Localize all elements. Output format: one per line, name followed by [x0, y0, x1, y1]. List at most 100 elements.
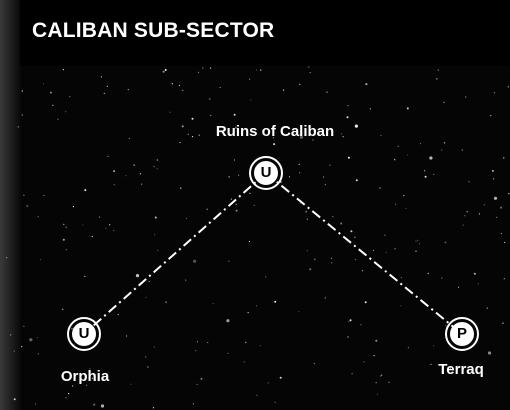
star	[248, 240, 250, 243]
marker-type-badge: U	[72, 322, 96, 346]
star	[347, 156, 350, 159]
star	[200, 377, 203, 380]
star	[36, 337, 38, 339]
star	[91, 377, 94, 379]
star	[430, 363, 432, 365]
marker-type-badge: P	[450, 322, 474, 346]
star	[178, 84, 181, 86]
star	[191, 136, 194, 138]
star	[423, 170, 426, 172]
star	[502, 322, 504, 324]
star	[347, 105, 349, 107]
star	[250, 99, 252, 101]
star	[198, 134, 200, 136]
star	[298, 310, 300, 313]
star	[89, 368, 91, 370]
star	[228, 176, 230, 178]
star	[312, 139, 314, 141]
star	[381, 374, 383, 376]
location-marker-ruins-of-caliban[interactable]: U	[249, 156, 283, 190]
location-label-orphia: Orphia	[60, 368, 110, 385]
star	[384, 234, 386, 236]
star	[419, 143, 421, 145]
star	[29, 338, 33, 342]
star	[361, 270, 364, 272]
star	[329, 164, 331, 166]
star	[21, 114, 23, 116]
star	[496, 216, 498, 218]
marker-type-badge: U	[254, 161, 278, 185]
star	[486, 307, 488, 309]
star	[360, 324, 362, 326]
star	[113, 184, 115, 186]
star	[212, 303, 214, 305]
star	[153, 166, 155, 168]
star	[363, 361, 365, 363]
star	[508, 193, 510, 195]
star	[256, 305, 258, 307]
star	[299, 83, 301, 85]
star	[332, 216, 334, 218]
star	[84, 189, 87, 192]
star	[493, 178, 495, 180]
star	[103, 92, 105, 94]
star	[299, 172, 301, 174]
star	[13, 398, 16, 401]
star	[305, 210, 308, 213]
star	[341, 133, 343, 135]
star	[63, 223, 65, 225]
star	[86, 384, 88, 386]
star	[406, 154, 409, 156]
star	[52, 104, 54, 106]
star	[400, 277, 402, 279]
star	[21, 346, 23, 348]
star	[274, 300, 277, 303]
star	[117, 313, 119, 316]
star	[385, 251, 387, 253]
star	[462, 224, 464, 226]
star	[376, 393, 379, 395]
star	[233, 159, 236, 161]
star	[491, 169, 494, 172]
star	[468, 181, 470, 183]
star	[306, 218, 308, 220]
star	[62, 308, 64, 310]
star	[145, 356, 147, 358]
star	[346, 116, 349, 119]
star	[180, 187, 182, 189]
star	[441, 149, 443, 151]
star	[458, 286, 460, 288]
star	[37, 353, 40, 355]
star	[169, 111, 171, 113]
star	[323, 176, 325, 178]
star	[444, 241, 447, 244]
location-marker-terraq[interactable]: P	[445, 317, 479, 351]
star	[235, 203, 237, 205]
star	[206, 208, 208, 210]
star	[154, 216, 157, 219]
star	[309, 268, 312, 271]
star	[433, 173, 435, 175]
star	[125, 175, 127, 177]
star	[43, 194, 45, 197]
star	[210, 67, 212, 69]
star	[340, 222, 343, 225]
star	[197, 71, 200, 73]
star	[354, 258, 356, 261]
star	[162, 70, 165, 73]
star	[126, 335, 128, 337]
star	[13, 350, 15, 352]
star	[437, 69, 439, 71]
star	[379, 187, 381, 189]
star	[249, 78, 251, 80]
location-marker-orphia[interactable]: U	[67, 317, 101, 351]
star	[23, 325, 25, 327]
star	[195, 350, 197, 352]
star	[330, 257, 332, 259]
star	[164, 69, 167, 71]
star	[35, 403, 37, 405]
star	[429, 156, 433, 160]
route-ruins-of-caliban-to-orphia	[83, 172, 267, 335]
star	[82, 224, 84, 226]
star	[415, 240, 417, 242]
